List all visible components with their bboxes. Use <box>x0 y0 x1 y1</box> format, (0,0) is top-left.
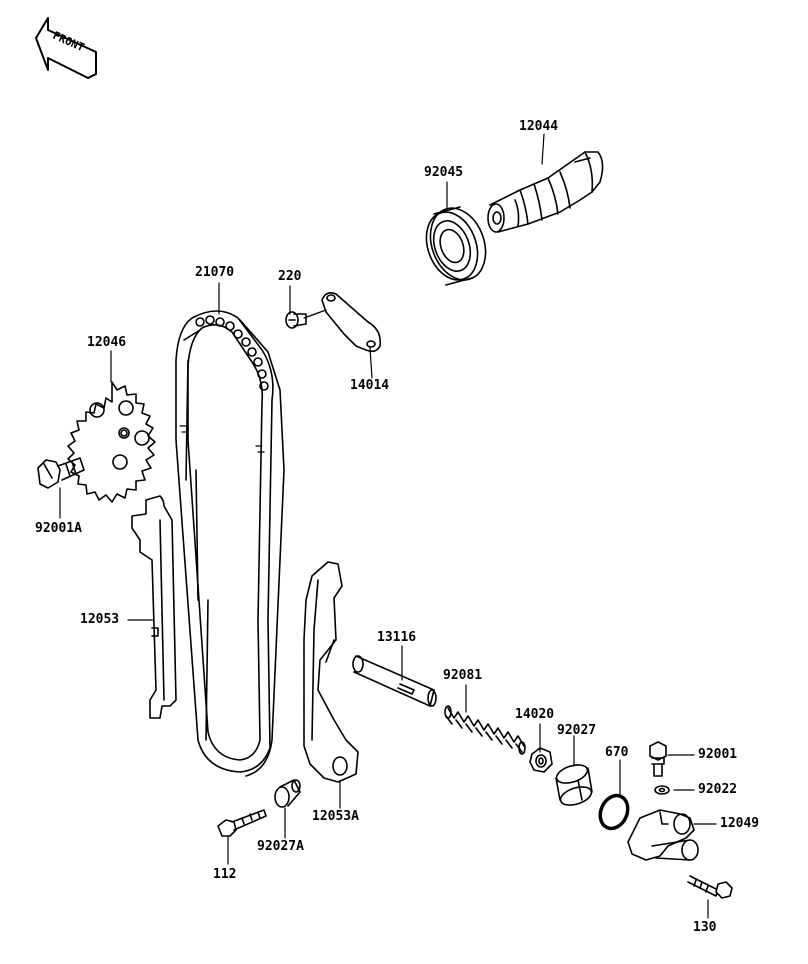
washer-drawing <box>654 785 670 795</box>
collar-92027-drawing <box>555 764 593 806</box>
part-label-92045[interactable]: 92045 <box>424 165 464 180</box>
part-label-670[interactable]: 670 <box>605 745 629 760</box>
bolt-112-drawing <box>217 809 267 837</box>
o-ring-drawing <box>598 793 630 831</box>
bolt-220-drawing <box>285 311 307 329</box>
bearing-drawing <box>425 206 487 286</box>
part-label-12053a[interactable]: 12053A <box>312 809 359 824</box>
part-label-21070[interactable]: 21070 <box>195 265 235 280</box>
part-label-14014[interactable]: 14014 <box>350 378 390 393</box>
front-arrow-icon: FRONT <box>35 17 97 79</box>
part-label-130[interactable]: 130 <box>693 920 717 935</box>
part-label-92001a[interactable]: 92001A <box>35 521 82 536</box>
sprocket-drawing <box>67 381 156 503</box>
collar-92027a-drawing <box>274 779 301 808</box>
part-label-12049[interactable]: 12049 <box>720 816 760 831</box>
part-label-12046[interactable]: 12046 <box>87 335 127 350</box>
nut-14020-drawing <box>529 747 553 773</box>
spring-drawing <box>444 705 526 755</box>
part-label-92022[interactable]: 92022 <box>698 782 738 797</box>
part-label-14020[interactable]: 14020 <box>515 707 555 722</box>
bolt-92001-drawing <box>649 741 667 777</box>
chain-guide-12053a-drawing <box>303 561 359 783</box>
tensioner-body-drawing <box>627 809 699 861</box>
tensioner-rod-drawing <box>352 655 437 707</box>
part-label-92001[interactable]: 92001 <box>698 747 738 762</box>
bolt-92001a-drawing <box>37 457 85 489</box>
part-label-92027a[interactable]: 92027A <box>257 839 304 854</box>
chain-guide-12053-drawing <box>131 495 177 719</box>
part-label-12053[interactable]: 12053 <box>80 612 120 627</box>
part-label-92081[interactable]: 92081 <box>443 668 483 683</box>
cam-holder-drawing <box>321 292 382 353</box>
bolt-130-drawing <box>687 875 733 899</box>
cam-chain-drawing <box>175 310 285 777</box>
part-label-112[interactable]: 112 <box>213 867 237 882</box>
camshaft-drawing <box>487 151 604 233</box>
part-label-12044[interactable]: 12044 <box>519 119 559 134</box>
part-label-13116[interactable]: 13116 <box>377 630 417 645</box>
part-label-220[interactable]: 220 <box>278 269 302 284</box>
leader-lines <box>59 133 717 919</box>
part-label-92027[interactable]: 92027 <box>557 723 597 738</box>
